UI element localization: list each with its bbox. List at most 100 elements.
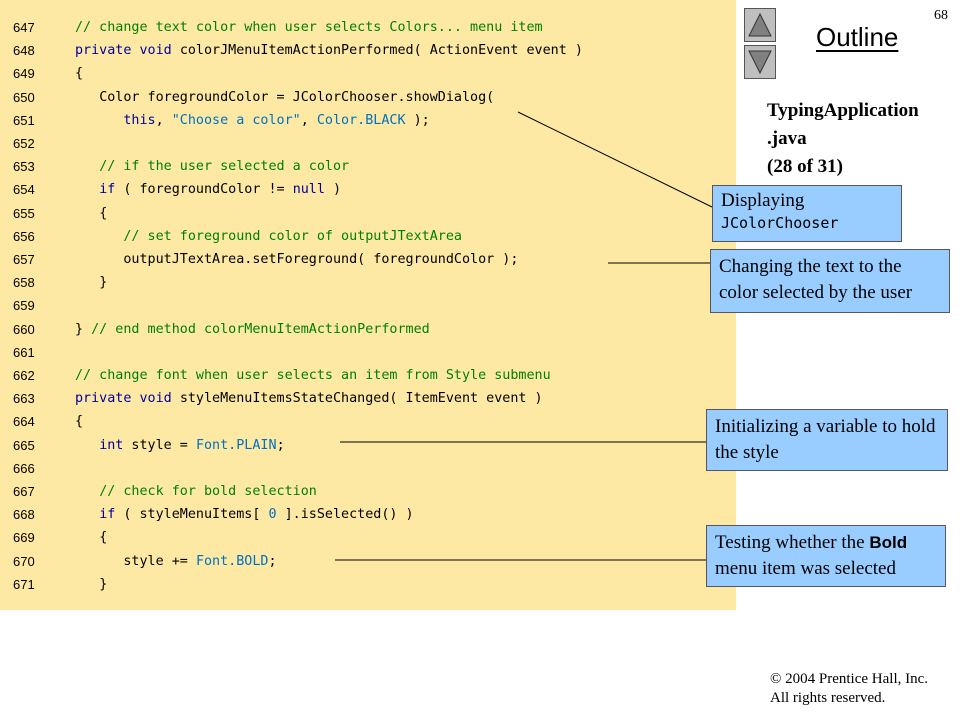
code-token: private void [75,43,180,59]
copyright-line-2: All rights reserved. [770,690,886,706]
code-text: style += Font.BOLD; [75,550,277,573]
line-number: 666 [13,460,35,476]
code-text: // change text color when user selects C… [75,16,543,39]
copyright-line-1: © 2004 Prentice Hall, Inc. [770,671,929,687]
callout-bold-word: Bold [869,533,908,552]
file-name: TypingApplication [767,100,919,121]
code-text: Color foregroundColor = JColorChooser.sh… [75,86,494,109]
callout-initializing-style: Initializing a variable to hold the styl… [706,409,948,471]
code-token: this [123,112,156,128]
line-number: 658 [13,275,35,291]
code-text: if ( styleMenuItems[ 0 ].isSelected() ) [75,503,414,526]
code-token: style = [123,437,196,453]
code-token: outputJTextArea.setForeground( foregroun… [123,252,519,267]
code-token: ; [276,437,285,453]
line-number: 652 [13,136,35,151]
line-number: 669 [13,530,35,546]
next-slide-button[interactable] [744,45,776,79]
callout-code: JColorChooser [721,214,839,232]
line-number: 671 [13,576,35,592]
code-token: private void [75,391,180,407]
code-text: } [75,271,107,294]
code-text: { [75,62,83,85]
code-token: // check for bold selection [99,484,317,499]
code-text: // change font when user selects an item… [75,364,551,387]
line-number: 650 [13,89,35,105]
leader-line-1 [517,111,713,208]
code-panel: 647// change text color when user select… [0,0,736,610]
line-number: 659 [13,298,35,314]
outline-title: Outline [816,22,899,52]
code-token: ); [405,112,430,128]
line-number: 667 [13,484,35,499]
callout-text-post: menu item was selected [715,558,896,579]
file-extension: .java [767,128,807,149]
line-number: 654 [13,182,35,198]
previous-slide-button[interactable] [744,8,776,42]
code-token: } [99,275,108,291]
code-token: Font.BOLD [195,553,269,569]
code-token: ; [268,553,277,569]
code-text: // if the user selected a color [75,155,349,178]
line-number: 665 [13,437,35,453]
code-text: outputJTextArea.setForeground( foregroun… [75,248,518,271]
code-token: } [99,576,108,592]
code-token: Color foregroundColor = JColorChooser.sh… [99,89,495,105]
code-token: style += [123,553,196,569]
code-token: ) [324,182,342,198]
page-number: 68 [934,8,948,23]
code-text: private void styleMenuItemsStateChanged(… [75,387,543,410]
code-token: if [99,507,116,523]
code-token: , [155,112,172,128]
code-token: { [99,530,108,546]
code-token: ( styleMenuItems[ [115,507,269,523]
line-number: 670 [13,553,35,569]
code-token: // end method colorMenuItemActionPerform… [91,321,430,337]
code-text: } // end method colorMenuItemActionPerfo… [75,318,430,341]
up-triangle-icon [748,12,772,37]
code-text: { [75,202,107,225]
line-number: 662 [13,368,35,383]
code-token: // change text color when user selects C… [75,20,543,35]
code-token: 0 [268,507,277,523]
code-token: ( foregroundColor != [115,182,293,198]
callout-displaying-jcolorchooser: Displaying JColorChooser [712,185,902,242]
code-token: styleMenuItemsStateChanged( ItemEvent ev… [179,391,543,407]
line-number: 661 [13,344,35,360]
code-token: { [75,66,84,82]
line-number: 660 [13,321,35,337]
file-info: TypingApplication .java (28 of 31) [767,97,957,181]
slide-position: (28 of 31) [767,156,843,177]
line-number: 653 [13,159,35,175]
code-token: // change font when user selects an item… [75,368,551,383]
code-text: } [75,573,107,596]
code-token: // if the user selected a color [99,159,350,175]
code-text: { [75,410,83,433]
code-text: { [75,526,107,549]
code-text: if ( foregroundColor != null ) [75,178,341,201]
code-token: Font.PLAIN [195,437,277,453]
code-token: { [75,414,84,430]
line-number: 656 [13,228,35,244]
code-token: if [99,182,116,198]
callout-testing-bold: Testing whether the Bold menu item was s… [706,525,946,587]
line-number: 668 [13,507,35,523]
callout-text-pre: Testing whether the [715,532,870,553]
code-token: } [75,321,92,337]
code-text: // check for bold selection [75,480,317,503]
code-token: ].isSelected() ) [276,507,414,523]
code-token: Color.BLACK [316,112,406,128]
code-text: // set foreground color of outputJTextAr… [75,225,462,248]
line-number: 651 [13,112,35,128]
code-token: // set foreground color of outputJTextAr… [123,228,462,244]
line-number: 663 [13,391,35,407]
code-token: null [292,182,325,198]
code-text: int style = Font.PLAIN; [75,434,285,457]
line-number: 649 [13,66,35,82]
down-triangle-icon [748,50,772,75]
line-number: 657 [13,252,35,267]
copyright: © 2004 Prentice Hall, Inc. All rights re… [770,670,928,708]
code-token: , [300,112,317,128]
code-text: private void colorJMenuItemActionPerform… [75,39,583,62]
code-token: int [99,437,124,453]
